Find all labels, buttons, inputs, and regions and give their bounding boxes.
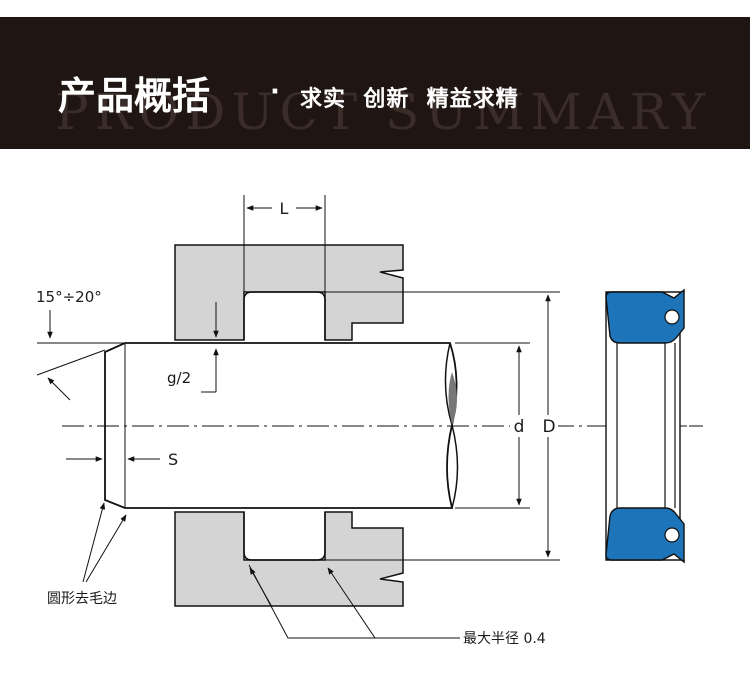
rod-diameter-label: d	[514, 417, 525, 437]
product-summary-banner: PRODUCT SUMMARY 产品概括 · 求实 创新 精益求精	[0, 17, 750, 149]
rod-break-shade	[448, 372, 457, 425]
chamfer-length-label: S	[168, 450, 178, 469]
chamfer-note-leader-1	[82, 502, 106, 583]
banner-background-text: PRODUCT SUMMARY	[55, 83, 712, 141]
banner-title: 产品概括	[58, 74, 211, 118]
chamfer-note-leader-2	[85, 514, 127, 583]
radius-note: 最大半径 0.4	[463, 631, 546, 647]
length-label: L	[280, 199, 289, 218]
chamfer-note: 圆形去毛边	[47, 591, 117, 607]
groove-diameter-label: D	[542, 417, 555, 437]
banner-separator: ·	[270, 77, 280, 107]
chamfer-angle-arrow	[47, 377, 71, 401]
clearance-label: g/2	[167, 369, 191, 387]
groove-upper	[243, 291, 326, 340]
chamfer-angle-label: 15°÷20°	[36, 288, 102, 306]
groove-lower	[243, 512, 326, 561]
seal-bottom	[605, 507, 685, 564]
seal-cross-section	[592, 288, 703, 564]
banner-slogan: 求实 创新 精益求精	[300, 87, 519, 112]
seal-top	[605, 288, 685, 344]
housing-lower	[174, 511, 404, 607]
